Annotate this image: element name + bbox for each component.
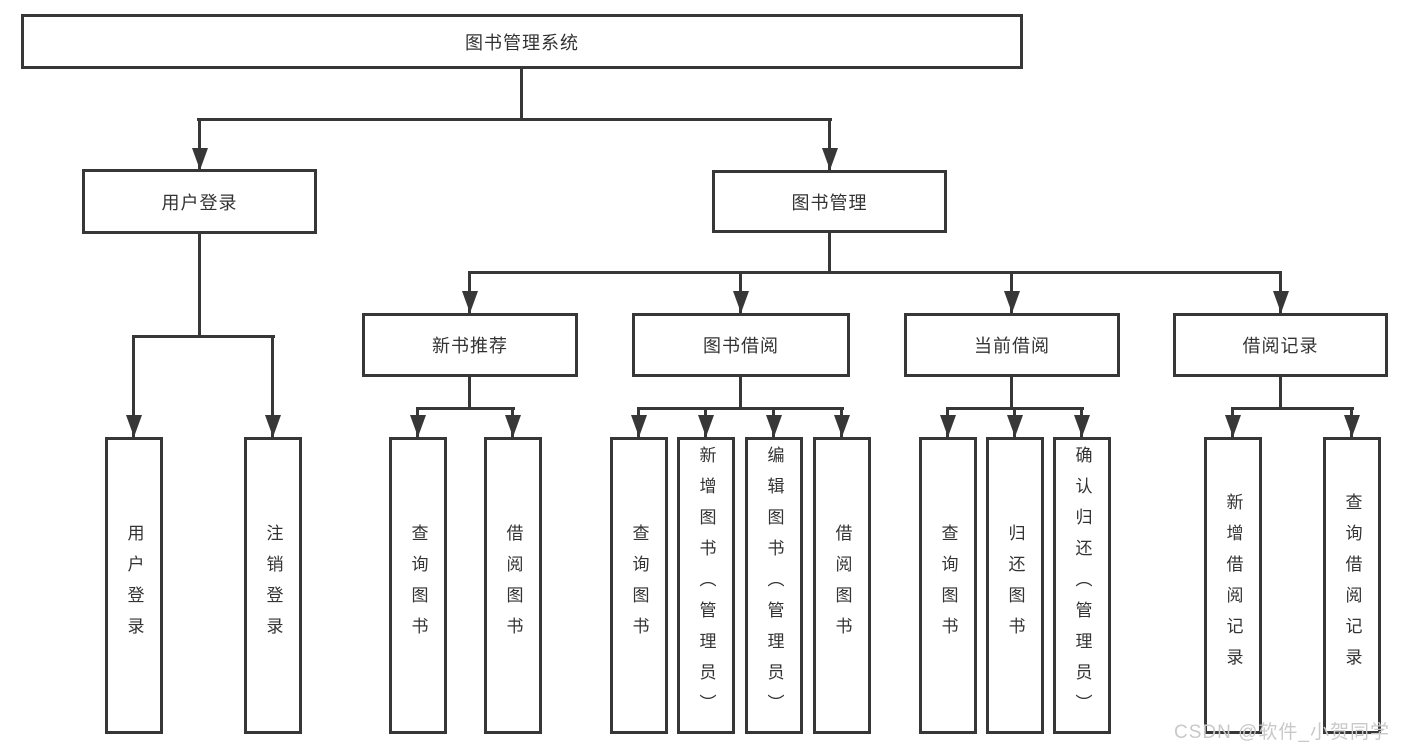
arrow-to-edit-book-admin [765,407,782,437]
node-label: 图书管理系统 [465,32,579,53]
edge-new-book-recommend-stem [468,377,471,407]
node-library-management-system: 图书管理系统 [21,14,1023,69]
leaf-label: 编辑图书（管理员） [764,446,784,725]
arrow-to-current-borrow [1003,271,1020,313]
leaf-edit-book-admin: 编辑图书（管理员） [745,437,803,734]
leaf-borrow-books-2: 借阅图书 [813,437,871,734]
node-label: 新书推荐 [432,336,508,356]
leaf-label: 借阅图书 [503,523,523,648]
leaf-add-borrow-record: 新增借阅记录 [1204,437,1262,734]
leaf-query-books-3: 查询图书 [919,437,977,734]
node-book-borrow: 图书借阅 [632,313,850,377]
node-current-borrow: 当前借阅 [904,313,1120,377]
node-new-book-recommend: 新书推荐 [362,313,578,377]
arrow-to-leaf-user-login [125,335,142,437]
edge-root-stem [520,69,523,118]
leaf-label: 注销登录 [263,523,283,648]
node-borrow-records: 借阅记录 [1173,313,1388,377]
leaf-label: 查询图书 [408,523,428,648]
node-label: 当前借阅 [974,336,1050,356]
node-label: 借阅记录 [1242,336,1319,356]
leaf-label: 查询图书 [938,523,958,648]
arrow-to-user-login [191,118,208,170]
arrow-to-borrow-records [1272,271,1289,313]
arrow-to-query-books-3 [939,407,956,437]
leaf-borrow-books-1: 借阅图书 [484,437,542,734]
edge-book-management-stem [828,233,831,271]
arrow-to-add-borrow-record [1224,407,1241,437]
arrow-to-book-borrow [732,271,749,313]
edge-borrow-records-rail [1231,407,1354,410]
leaf-query-books-1: 查询图书 [389,437,447,734]
arrow-to-query-books-1 [409,407,426,437]
leaf-user-login: 用户登录 [105,437,163,734]
edge-new-book-recommend-rail [416,407,515,410]
node-label: 用户登录 [161,192,238,213]
leaf-label: 归还图书 [1005,523,1025,648]
leaf-label: 确认归还（管理员） [1072,446,1092,725]
edge-user-login-stem [198,234,201,335]
leaf-query-borrow-record: 查询借阅记录 [1323,437,1381,734]
arrow-to-add-book-admin [697,407,714,437]
arrow-to-book-management [821,118,838,170]
edge-book-borrow-stem [739,377,742,407]
arrow-to-leaf-logout [264,335,281,437]
edge-book-borrow-rail [637,407,844,410]
edge-book-management-rail [468,271,1282,274]
arrow-to-borrow-books-2 [833,407,850,437]
arrow-to-new-book-recommend [461,271,478,313]
node-label: 图书管理 [791,192,868,213]
leaf-return-book: 归还图书 [986,437,1044,734]
arrow-to-query-borrow-record [1343,407,1360,437]
csdn-watermark: CSDN @软件_小贺同学 [1174,722,1390,743]
node-book-management: 图书管理 [712,170,947,233]
edge-root-rail [197,118,832,121]
node-label: 图书借阅 [703,336,779,356]
leaf-label: 查询借阅记录 [1342,492,1362,679]
node-user-login: 用户登录 [82,169,317,234]
leaf-label: 查询图书 [629,523,649,648]
leaf-confirm-return-admin: 确认归还（管理员） [1053,437,1111,734]
edge-current-borrow-stem [1010,377,1013,407]
leaf-query-books-2: 查询图书 [610,437,668,734]
arrow-to-confirm-return-admin [1073,407,1090,437]
edge-borrow-records-stem [1279,377,1282,407]
leaf-label: 用户登录 [124,523,144,648]
arrow-to-borrow-books-1 [504,407,521,437]
arrow-to-query-books-2 [630,407,647,437]
leaf-add-book-admin: 新增图书（管理员） [677,437,735,734]
leaf-label: 新增借阅记录 [1223,492,1243,679]
edge-user-login-rail [132,335,275,338]
arrow-to-return-book [1006,407,1023,437]
leaf-label: 新增图书（管理员） [696,446,716,725]
leaf-label: 借阅图书 [832,523,852,648]
leaf-logout: 注销登录 [244,437,302,734]
